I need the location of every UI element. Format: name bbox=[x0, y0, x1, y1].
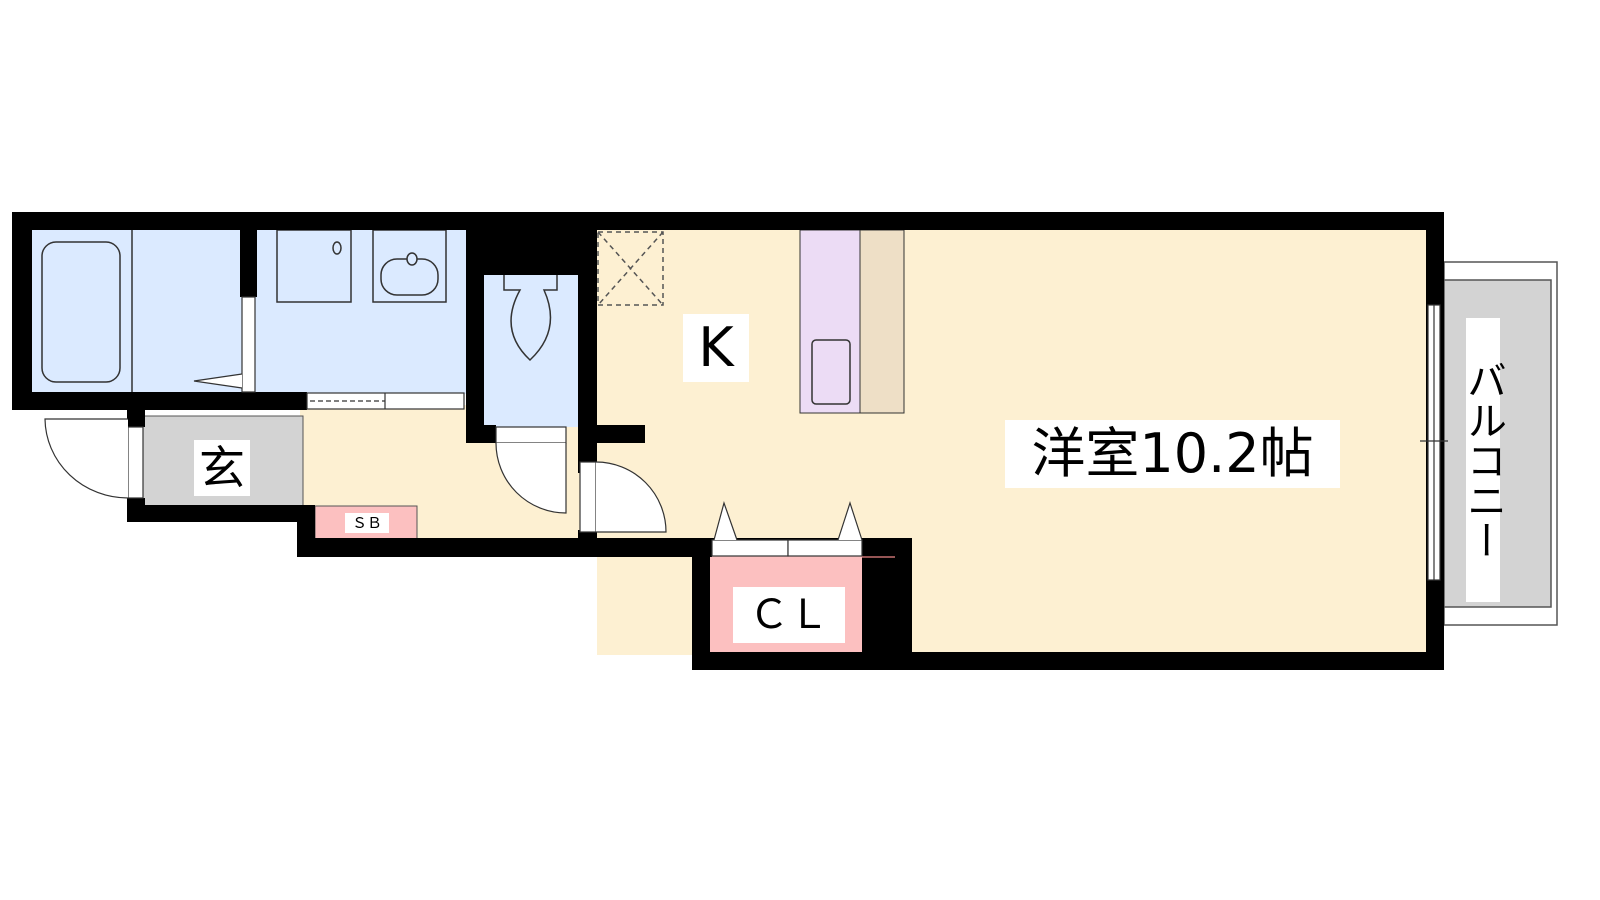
entrance-label: 玄 bbox=[194, 440, 250, 496]
shoe-box-label: ＳＢ bbox=[345, 513, 389, 533]
bathroom-door[interactable] bbox=[193, 296, 256, 393]
western-room-label: 洋室10.2帖 bbox=[1005, 420, 1340, 488]
storage-hatch bbox=[597, 231, 664, 306]
balcony-window[interactable] bbox=[1420, 304, 1448, 581]
closet-doors[interactable] bbox=[711, 500, 895, 558]
toilet-door[interactable] bbox=[495, 426, 567, 514]
kitchen-counter bbox=[799, 229, 905, 414]
toilet bbox=[503, 275, 558, 362]
toilet-floor bbox=[484, 273, 579, 427]
room-door[interactable] bbox=[579, 461, 667, 533]
washroom-floor bbox=[255, 228, 467, 394]
closet-label: ＣＬ bbox=[733, 587, 845, 643]
bathtub bbox=[41, 230, 133, 392]
washroom-sliding-door[interactable] bbox=[306, 392, 465, 410]
entrance-door[interactable] bbox=[44, 418, 144, 499]
bathroom-floor bbox=[30, 228, 242, 394]
kitchen-label: K bbox=[683, 314, 749, 382]
balcony-label: バルコニー bbox=[1460, 318, 1506, 602]
